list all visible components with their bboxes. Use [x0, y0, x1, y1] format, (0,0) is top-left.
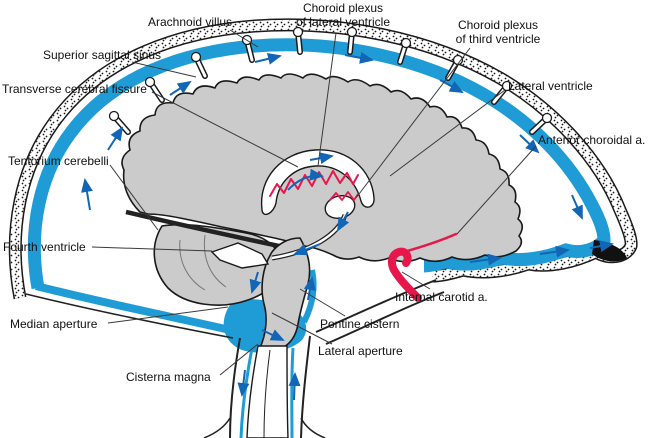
cerebrum — [121, 73, 524, 263]
skull-base-lines — [25, 240, 627, 438]
lateral-ventricle-shape — [260, 149, 375, 216]
arachnoid-villi — [108, 26, 553, 135]
leader-lines — [91, 29, 537, 376]
anterior-choroidal-artery — [398, 232, 458, 255]
spinal-cord — [246, 345, 289, 438]
internal-carotid-artery — [387, 232, 458, 302]
fourth-ventricle-shape — [210, 242, 270, 269]
